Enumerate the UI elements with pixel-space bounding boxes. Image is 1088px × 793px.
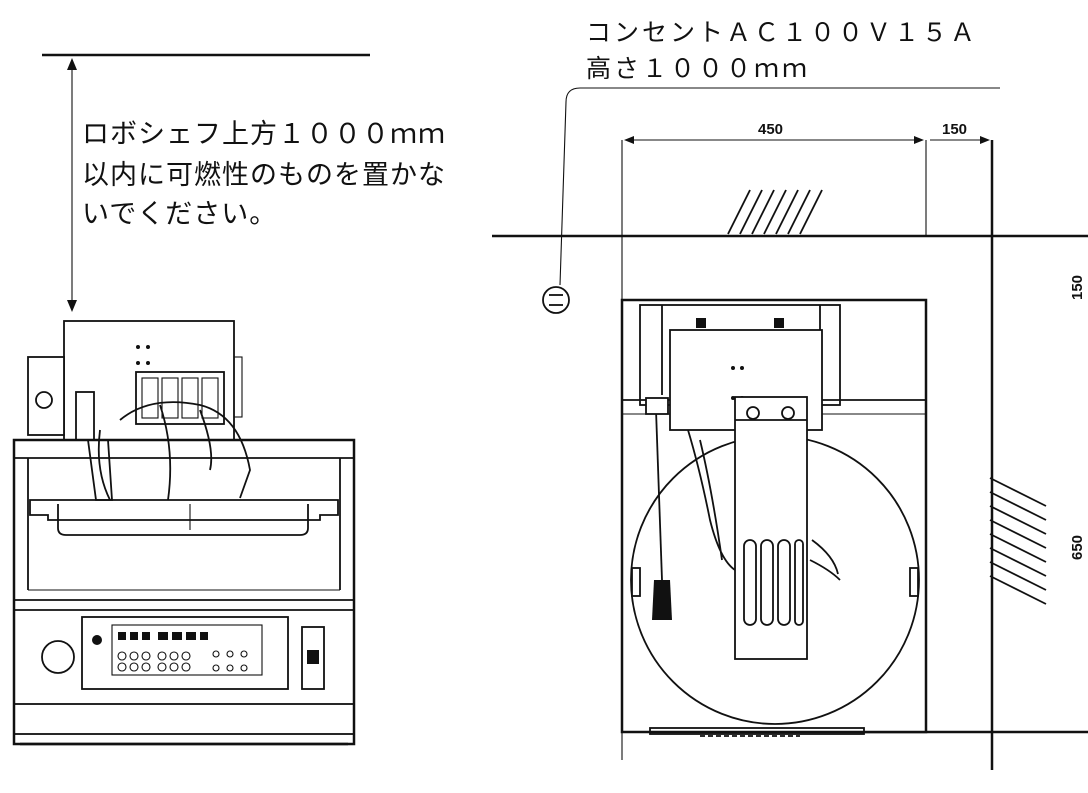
clearance-note-line2: 以内に可燃性のものを置かな bbox=[82, 160, 446, 191]
hatch-wall-side-icon bbox=[989, 477, 1047, 605]
outlet-leader-line bbox=[559, 87, 1000, 286]
dim-top-right: 150 bbox=[942, 121, 967, 138]
hatch-wall-back-icon bbox=[727, 189, 823, 235]
clearance-note-line3: いでください。 bbox=[82, 199, 277, 230]
robot-chef-front-icon bbox=[12, 320, 356, 746]
clearance-arrow bbox=[67, 58, 77, 312]
robot-chef-top-icon bbox=[620, 298, 928, 737]
clearance-note-line1: ロボシェフ上方１０００ｍｍ bbox=[82, 119, 446, 150]
outlet-note-line1: コンセントＡＣ１００Ｖ１５Ａ bbox=[586, 18, 978, 47]
outlet-symbol-icon bbox=[542, 286, 570, 314]
outlet-note-line2: 高さ１０００ｍｍ bbox=[586, 54, 810, 83]
dim-side-lower: 650 bbox=[1069, 535, 1086, 560]
top-view: コンセントＡＣ１００Ｖ１５Ａ 高さ１０００ｍｍ 450 150 bbox=[492, 18, 1088, 770]
front-view: ロボシェフ上方１０００ｍｍ 以内に可燃性のものを置かな いでください。 bbox=[12, 53, 446, 746]
dim-side-upper: 150 bbox=[1069, 275, 1086, 300]
dim-top-width: 450 bbox=[758, 121, 783, 138]
